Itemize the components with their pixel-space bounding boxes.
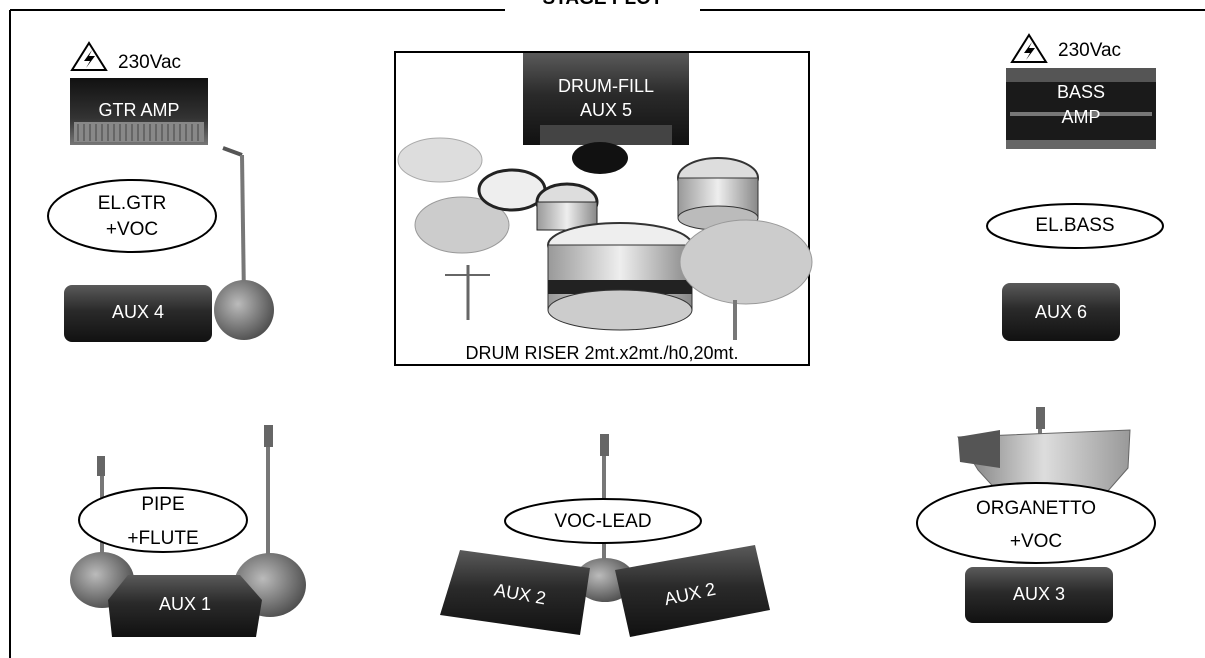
player-oval-elbass bbox=[986, 203, 1164, 249]
pipe-label-line2: +FLUTE bbox=[127, 528, 199, 549]
elgtr-label-line1: EL.GTR bbox=[97, 193, 167, 214]
player-oval-elgtr bbox=[47, 179, 217, 253]
drum-fill-monitor bbox=[523, 53, 689, 145]
wedge-monitor-icon bbox=[108, 575, 262, 637]
pipe-label-line1: PIPE bbox=[141, 494, 185, 515]
mic-stand-icon bbox=[214, 146, 274, 340]
player-oval-organetto bbox=[916, 482, 1156, 564]
accordion-icon bbox=[957, 429, 1131, 501]
warning-voltage-icon bbox=[70, 41, 108, 71]
aux3-label: AUX 3 bbox=[1012, 584, 1066, 604]
voclead-label: VOC-LEAD bbox=[554, 511, 652, 532]
aux4-label: AUX 4 bbox=[111, 302, 165, 322]
aux1-label: AUX 1 bbox=[158, 594, 212, 614]
stage-border bbox=[9, 9, 1205, 658]
drum-fill-label-line2: AUX 5 bbox=[579, 100, 633, 120]
player-oval-pipe bbox=[78, 487, 248, 553]
bass-amp-icon bbox=[1006, 68, 1156, 149]
warning-voltage-icon bbox=[1010, 33, 1048, 63]
bass-amp-label-line2: AMP bbox=[1061, 107, 1101, 127]
power-label-right: 230Vac bbox=[1058, 40, 1122, 61]
drum-kit-icon bbox=[397, 137, 813, 340]
wedge-monitor-icon bbox=[64, 285, 212, 342]
wedge-monitor-icon bbox=[965, 567, 1113, 623]
wedge-monitor-icon bbox=[440, 550, 590, 635]
elgtr-label-line2: +VOC bbox=[105, 219, 159, 240]
page-title: STAGE PLOT bbox=[0, 0, 1205, 10]
wedge-monitor-icon bbox=[1002, 283, 1120, 341]
elbass-label: EL.BASS bbox=[1035, 215, 1115, 236]
drum-fill-label-line1: DRUM-FILL bbox=[557, 76, 654, 96]
player-oval-voclead bbox=[504, 498, 702, 544]
gtr-amp-label: GTR AMP bbox=[98, 100, 180, 120]
power-label-left: 230Vac bbox=[118, 52, 182, 73]
organetto-label-line2: +VOC bbox=[1009, 531, 1063, 552]
organetto-label-line1: ORGANETTO bbox=[976, 498, 1096, 519]
drum-riser-label: DRUM RISER 2mt.x2mt./h0,20mt. bbox=[465, 343, 739, 363]
wedge-monitor-icon bbox=[615, 545, 770, 637]
bass-amp-label-line1: BASS bbox=[1056, 82, 1106, 102]
aux6-label: AUX 6 bbox=[1034, 302, 1088, 322]
guitar-amp-icon bbox=[70, 78, 208, 145]
